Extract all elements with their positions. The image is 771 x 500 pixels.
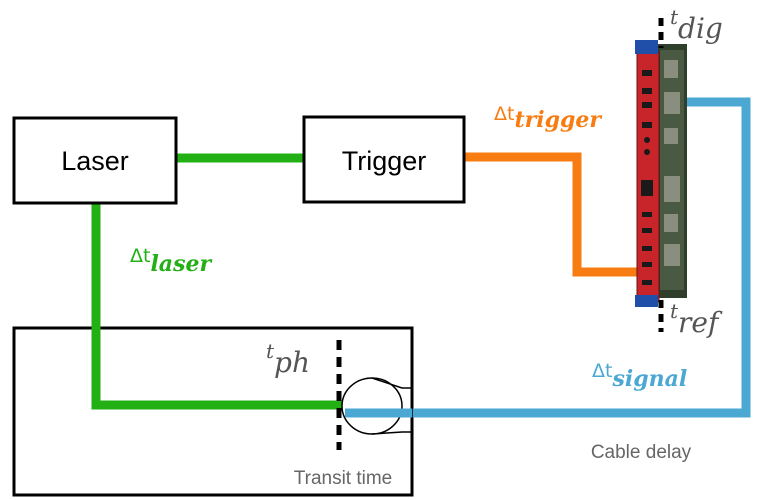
photomultiplier-icon [342, 378, 412, 434]
digitizer-board-icon [635, 40, 687, 307]
t-dig-label: tdig [670, 5, 723, 45]
laser-label: Laser [61, 146, 129, 176]
t-ref-label: tref [670, 299, 723, 339]
trigger-cable-line [464, 157, 652, 272]
delta-trigger-label: Δttrigger [494, 103, 602, 133]
t-ph-label: tph [266, 339, 310, 379]
trigger-label: Trigger [342, 146, 427, 176]
delta-signal-label: Δtsignal [592, 360, 687, 392]
transit-time-label: Transit time [294, 468, 393, 489]
cable-delay-label: Cable delay [591, 442, 692, 463]
delta-laser-label: Δtlaser [130, 245, 212, 277]
